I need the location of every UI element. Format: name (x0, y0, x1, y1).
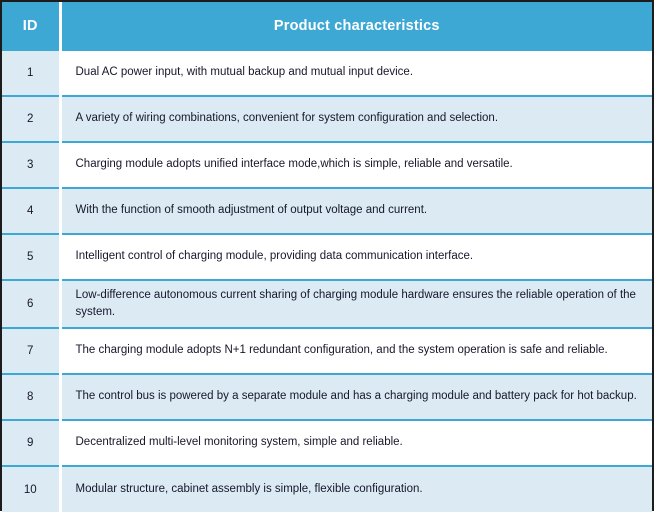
cell-description: With the function of smooth adjustment o… (60, 187, 652, 234)
cell-id: 10 (2, 465, 62, 512)
cell-id: 9 (2, 419, 62, 466)
column-header-id: ID (2, 2, 62, 50)
cell-description: A variety of wiring combinations, conven… (60, 95, 652, 142)
cell-description: Charging module adopts unified interface… (60, 141, 652, 188)
table-row: 5 Intelligent control of charging module… (2, 233, 652, 280)
table-row: 10 Modular structure, cabinet assembly i… (2, 465, 652, 512)
table-header-row: ID Product characteristics (2, 2, 652, 50)
cell-id: 3 (2, 141, 62, 188)
description-text: The control bus is powered by a separate… (75, 390, 637, 403)
description-text: The charging module adopts N+1 redundant… (75, 344, 608, 357)
cell-id: 6 (2, 279, 62, 328)
description-text: Dual AC power input, with mutual backup … (75, 66, 414, 79)
cell-description: The control bus is powered by a separate… (60, 373, 652, 420)
cell-id: 7 (2, 327, 62, 374)
description-text: With the function of smooth adjustment o… (75, 204, 428, 217)
cell-description: Decentralized multi-level monitoring sys… (60, 419, 652, 466)
cell-description: Modular structure, cabinet assembly is s… (60, 465, 652, 512)
description-text: Modular structure, cabinet assembly is s… (75, 482, 423, 495)
description-text: Low-difference autonomous current sharin… (75, 288, 636, 318)
table-row: 2 A variety of wiring combinations, conv… (2, 95, 652, 142)
cell-id: 1 (2, 49, 62, 96)
description-text: Charging module adopts unified interface… (75, 158, 513, 171)
cell-description: Low-difference autonomous current sharin… (60, 279, 652, 328)
description-text: A variety of wiring combinations, conven… (75, 112, 499, 125)
table-header: ID Product characteristics (2, 2, 652, 50)
cell-id: 8 (2, 373, 62, 420)
table-row: 8 The control bus is powered by a separa… (2, 373, 652, 420)
table-row: 3 Charging module adopts unified interfa… (2, 141, 652, 188)
table-row: 1 Dual AC power input, with mutual backu… (2, 49, 652, 96)
column-header-product-characteristics: Product characteristics (60, 2, 652, 50)
table-row: 6 Low-difference autonomous current shar… (2, 279, 652, 328)
cell-id: 2 (2, 95, 62, 142)
table-body: 1 Dual AC power input, with mutual backu… (2, 49, 652, 512)
cell-id: 5 (2, 233, 62, 280)
table-row: 4 With the function of smooth adjustment… (2, 187, 652, 234)
cell-description: The charging module adopts N+1 redundant… (60, 327, 652, 374)
description-text: Intelligent control of charging module, … (75, 250, 474, 263)
cell-description: Dual AC power input, with mutual backup … (60, 49, 652, 96)
table-row: 7 The charging module adopts N+1 redunda… (2, 327, 652, 374)
cell-id: 4 (2, 187, 62, 234)
table-row: 9 Decentralized multi-level monitoring s… (2, 419, 652, 466)
cell-description: Intelligent control of charging module, … (60, 233, 652, 280)
description-text: Decentralized multi-level monitoring sys… (75, 436, 403, 449)
